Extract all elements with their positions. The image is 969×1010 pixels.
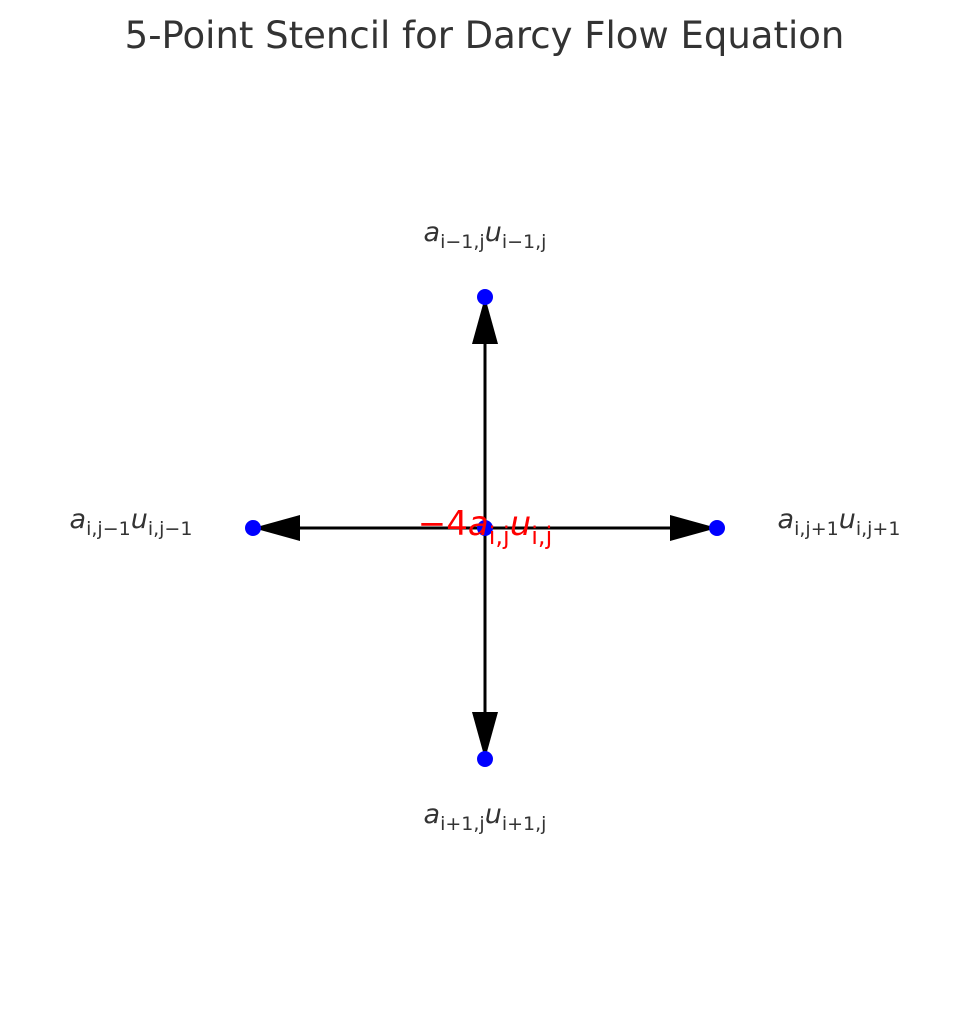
node-center [477, 520, 493, 536]
label-west: ai,j−1ui,j−1 [70, 504, 193, 540]
arrow-head-north [472, 297, 498, 344]
arrow-head-east [670, 515, 717, 541]
arrow-head-west [253, 515, 300, 541]
label-north: ai−1,jui−1,j [424, 217, 547, 253]
node-south [477, 751, 493, 767]
node-east [709, 520, 725, 536]
label-center: −4ai,jui,j [418, 504, 552, 550]
arrow-head-south [472, 712, 498, 759]
label-east: ai,j+1ui,j+1 [778, 504, 901, 540]
diagram-title: 5-Point Stencil for Darcy Flow Equation [124, 14, 845, 57]
label-south: ai+1,jui+1,j [424, 799, 547, 835]
node-west [245, 520, 261, 536]
node-north [477, 289, 493, 305]
